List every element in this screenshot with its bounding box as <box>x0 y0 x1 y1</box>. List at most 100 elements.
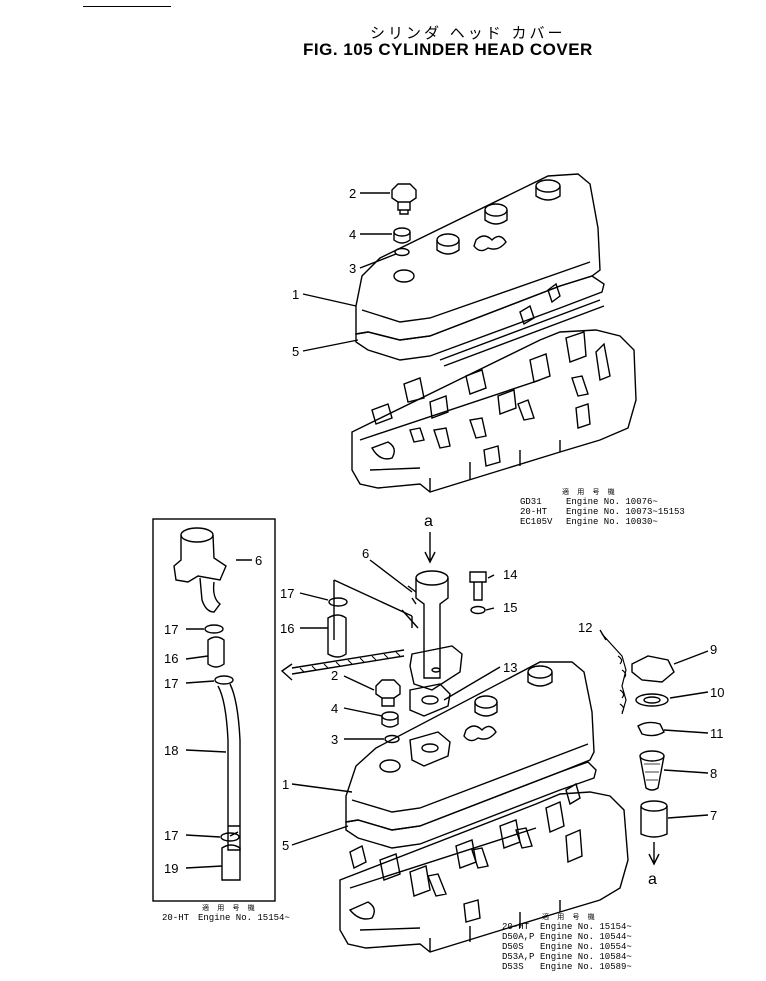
lower-filler-base <box>409 731 451 767</box>
applicability-inset-header: 適 用 号 機 <box>202 904 258 912</box>
inset-pipe <box>217 683 241 851</box>
lower-part-16-hose <box>327 614 347 658</box>
upper-assembly <box>302 173 637 493</box>
callout-lower-5: 5 <box>282 838 289 853</box>
callout-lower-4: 4 <box>331 701 338 716</box>
callout-lower-17: 17 <box>280 586 294 601</box>
lower-part-17-clamp <box>328 597 348 607</box>
lower-head-cover <box>345 661 595 831</box>
arrow-a-top <box>424 532 436 564</box>
inset-hose <box>207 636 225 668</box>
lower-filler-assembly <box>401 570 463 691</box>
lower-part-3-ring <box>384 734 400 744</box>
callout-upper-2: 2 <box>349 186 356 201</box>
applicability-upper-row: EC105V Engine No. 10030~ <box>520 517 685 527</box>
applicability-lower: 適 用 号 機 20-HT Engine No. 15154~ D50A,P Eng… <box>502 912 632 972</box>
callout-upper-4: 4 <box>349 227 356 242</box>
callout-inset-18: 18 <box>164 743 178 758</box>
lower-part-13-gasket <box>409 683 451 717</box>
callout-lower-16: 16 <box>280 621 294 636</box>
model: GD31 <box>520 497 542 507</box>
callout-upper-5: 5 <box>292 344 299 359</box>
inset-callout-labels: 6 17 16 17 18 17 19 <box>164 553 262 876</box>
inset-filler-neck <box>173 527 227 613</box>
lower-part-4-seal <box>381 711 399 728</box>
model: 20-HT <box>502 922 530 932</box>
inset-clamp-lower <box>220 832 240 842</box>
callout-lower-13: 13 <box>503 660 517 675</box>
lower-cylinder-head <box>339 791 629 953</box>
lower-callout-labels: a 6 14 15 17 16 2 13 4 3 1 5 12 9 10 11 … <box>280 513 724 888</box>
upper-cover-cap-3 <box>436 233 460 255</box>
applicability-upper-header: 適 用 号 機 <box>562 488 618 496</box>
lower-cover-cap-2 <box>474 695 498 717</box>
callout-lower-3: 3 <box>331 732 338 747</box>
callout-lower-6: 6 <box>362 546 369 561</box>
callout-lower-12: 12 <box>578 620 592 635</box>
inset-frame <box>152 518 276 902</box>
inset-panel <box>152 518 276 902</box>
upper-head-cover <box>355 173 601 341</box>
callout-lower-15: 15 <box>503 600 517 615</box>
callout-lower-8: 8 <box>710 766 717 781</box>
applicability-lower-row: 20-HT Engine No. 15154~ <box>502 922 632 932</box>
model: D50S <box>502 942 524 952</box>
upper-cylinder-head <box>351 329 637 493</box>
callout-inset-19: 19 <box>164 861 178 876</box>
callout-lower-2: 2 <box>331 668 338 683</box>
engine-range: Engine No. 10544~ <box>540 932 632 942</box>
callout-lower-11: 11 <box>710 726 724 741</box>
applicability-lower-row: D53A,P Engine No. 10584~ <box>502 952 632 962</box>
upper-part-4-seal <box>393 227 411 244</box>
inset-tube <box>221 844 241 881</box>
lower-gasket <box>345 761 597 849</box>
upper-cover-cap-2 <box>484 203 508 225</box>
hatched-arrow-to-inset <box>280 649 405 681</box>
lower-part-10-gasket <box>635 693 669 707</box>
callout-inset-17a: 17 <box>164 622 178 637</box>
upper-part-2-cap <box>391 183 417 215</box>
applicability-lower-row: D50S Engine No. 10554~ <box>502 942 632 952</box>
callout-upper-3: 3 <box>349 261 356 276</box>
callout-lower-9: 9 <box>710 642 717 657</box>
engine-range: Engine No. 10554~ <box>540 942 632 952</box>
upper-part-3-ring <box>394 247 410 257</box>
callout-inset-17b: 17 <box>164 676 178 691</box>
upper-cover-cap-1 <box>535 179 561 201</box>
arrow-label-a-top: a <box>424 513 433 530</box>
inset-clamp-middle <box>214 675 234 685</box>
applicability-lower-row: D50A,P Engine No. 10544~ <box>502 932 632 942</box>
arrow-label-a-bottom: a <box>648 871 657 888</box>
engine-range: Engine No. 15154~ <box>198 913 290 923</box>
upper-callout-labels: 2 4 3 1 5 <box>292 186 356 359</box>
callout-inset-16: 16 <box>164 651 178 666</box>
model: D50A,P <box>502 932 535 942</box>
model: 20-HT <box>520 507 548 517</box>
upper-breather-hole <box>393 269 415 283</box>
lower-part-7-sleeve <box>640 800 668 838</box>
upper-gasket <box>355 275 605 361</box>
engine-range: Engine No. 10584~ <box>540 952 632 962</box>
inset-clamp-upper <box>204 624 224 634</box>
applicability-lower-header: 適 用 号 機 <box>542 913 598 921</box>
model: D53A,P <box>502 952 535 962</box>
callout-inset-6: 6 <box>255 553 262 568</box>
model: EC105V <box>520 517 553 527</box>
japanese-title: シリンダ ヘッド カバー <box>370 24 566 42</box>
top-rule <box>83 6 171 7</box>
lower-part-9-cap <box>631 655 675 683</box>
model: 20-HT <box>162 913 190 923</box>
engine-range: Engine No. 10589~ <box>540 962 632 972</box>
lower-part-14-bolt <box>469 571 487 601</box>
applicability-inset-row: 20-HT Engine No. 15154~ <box>162 913 290 923</box>
lower-part-2-cap <box>375 679 401 707</box>
model: D53S <box>502 962 524 972</box>
engine-range: Engine No. 10030~ <box>566 517 658 527</box>
lower-cover-logo <box>463 725 497 742</box>
callout-inset-17c: 17 <box>164 828 178 843</box>
callout-lower-7: 7 <box>710 808 717 823</box>
engine-range: Engine No. 15154~ <box>540 922 632 932</box>
